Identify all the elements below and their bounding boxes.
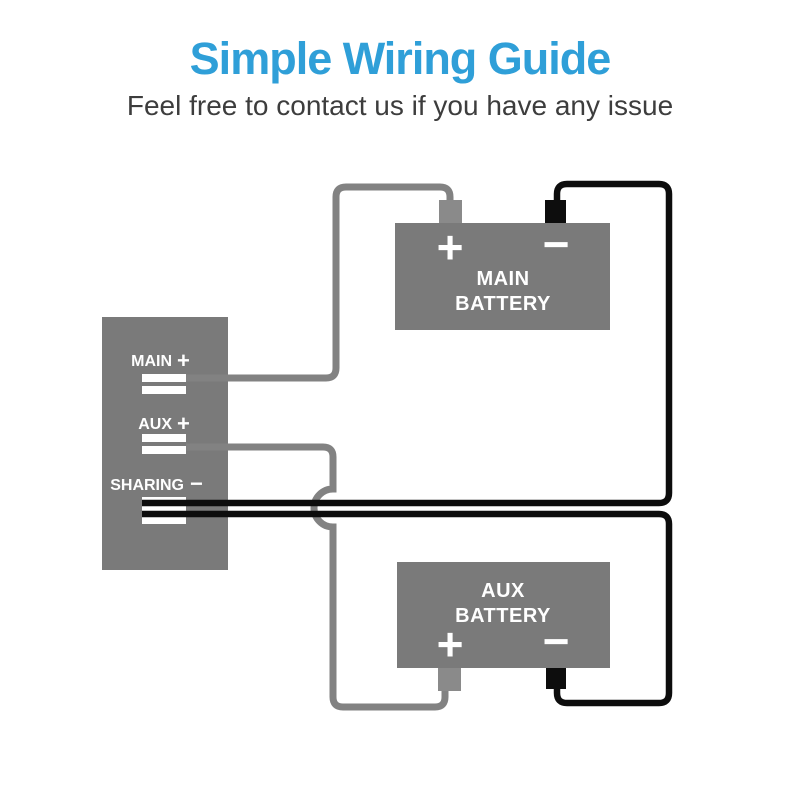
main-negative-wire [142, 180, 673, 507]
aux-battery-plus-symbol: + [437, 618, 464, 670]
page-header: Simple Wiring Guide Feel free to contact… [0, 0, 800, 122]
terminal-symbol-main-plus: + [177, 348, 190, 373]
main-battery-label-line1: MAIN [476, 268, 529, 290]
aux-positive-wire [186, 443, 449, 711]
aux-battery-label-line1: AUX [481, 580, 525, 602]
main-battery-body [395, 223, 610, 330]
main-battery: + − MAIN BATTERY [395, 200, 610, 330]
aux-terminal-bar [142, 446, 186, 454]
terminal-symbol-aux-plus: + [177, 411, 190, 436]
sharing-terminal-bar [142, 506, 186, 513]
aux-negative-wire [142, 510, 673, 707]
main-battery-positive-post [439, 200, 462, 224]
main-terminal-bar [142, 374, 186, 382]
aux-battery-positive-post [438, 668, 461, 691]
main-battery-minus-symbol: − [543, 218, 570, 270]
aux-battery-negative-post [546, 668, 566, 689]
aux-battery: AUX BATTERY + − [397, 562, 610, 691]
terminal-label-main: MAIN [131, 353, 172, 370]
main-positive-wire [186, 183, 454, 382]
aux-terminal-bar [142, 434, 186, 442]
aux-battery-body [397, 562, 610, 668]
main-battery-plus-symbol: + [437, 221, 464, 273]
sharing-terminal-bar [142, 517, 186, 524]
aux-battery-minus-symbol: − [543, 615, 570, 667]
aux-battery-label-line2: BATTERY [455, 605, 551, 627]
page-subtitle: Feel free to contact us if you have any … [126, 89, 674, 121]
main-battery-negative-post [545, 200, 566, 224]
page-title: Simple Wiring Guide [189, 33, 612, 84]
terminal-label-aux: AUX [138, 416, 172, 433]
main-terminal-bar [142, 386, 186, 394]
main-battery-label-line2: BATTERY [455, 293, 551, 315]
terminal-label-sharing: SHARING [110, 477, 184, 494]
terminal-symbol-sharing-minus: − [190, 471, 203, 496]
